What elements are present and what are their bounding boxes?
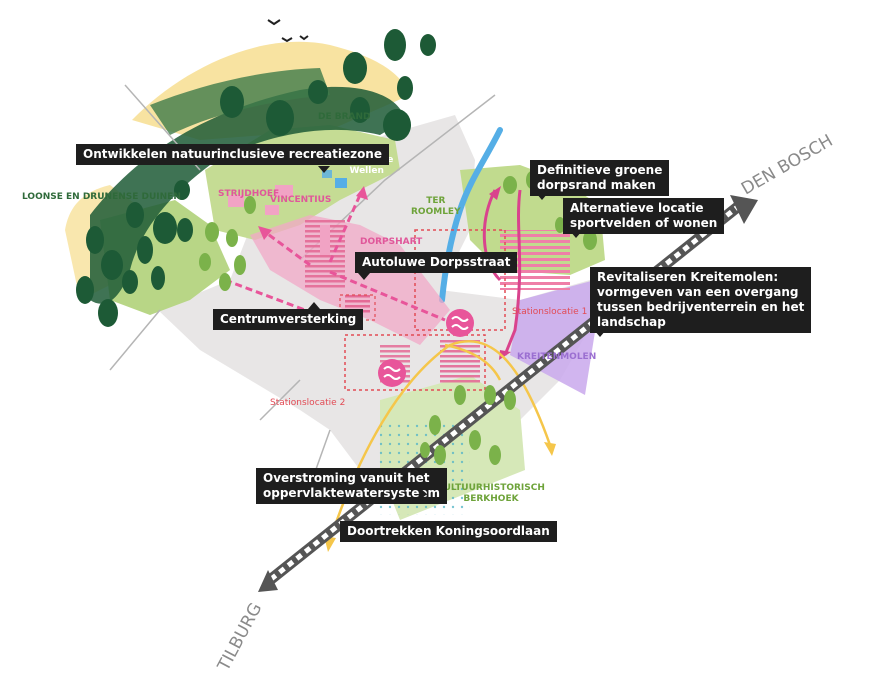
direction-arrow-icon: [730, 195, 758, 224]
callout-natuurinclusieve-recreatiezone: Ontwikkelen natuurinclusieve recreatiezo…: [76, 144, 389, 165]
callout-pointer: [308, 302, 320, 309]
callout-pointer: [318, 166, 330, 173]
arrowhead: [544, 442, 556, 456]
arrowhead: [356, 186, 368, 200]
callout-pointer: [536, 193, 548, 200]
pond: [335, 178, 347, 188]
arrowhead: [489, 186, 501, 200]
label-stationslocatie-1: Stationslocatie 1: [512, 307, 588, 317]
label-loonse-drunense-duinen: LOONSE EN DRUNENSE DUINEN: [22, 192, 181, 202]
forest-band: [90, 86, 405, 304]
callout-overstroming: Overstroming vanuit het oppervlaktewater…: [256, 468, 447, 504]
callout-sportvelden: Alternatieve locatie sportvelden of wone…: [563, 198, 725, 234]
callout-pointer: [594, 330, 606, 337]
label-dorpshart: DORPSHART: [360, 237, 423, 247]
pond-2: [322, 170, 332, 178]
train-station-icon: [378, 359, 406, 387]
station-box-2: [344, 334, 486, 391]
koningsoordlaan-2: [444, 343, 502, 381]
label-kreitenmolen: KREITENMOLEN: [517, 352, 597, 362]
label-vincentius: VINCENTIUS: [270, 195, 332, 205]
bird-icon: [267, 19, 309, 43]
label-strijdhoef: STRIJDHOEF: [218, 189, 280, 199]
tree-icon: [199, 171, 597, 465]
label-stationslocatie-2: Stationslocatie 2: [270, 398, 346, 408]
pink-dashed-arrows: [224, 194, 446, 322]
train-station-icon: [446, 309, 474, 337]
callout-pointer: [358, 273, 370, 280]
tree-icon: [76, 29, 436, 327]
callout-centrumversterking: Centrumversterking: [213, 309, 364, 330]
label-berkhoek: CULTUURHISTORISCH BERKHOEK: [437, 483, 545, 504]
callout-pointer: [420, 488, 427, 500]
buildings: [228, 185, 330, 255]
dorpsrand-arrow-2: [503, 189, 522, 356]
dorpshart-zone: [250, 215, 450, 345]
label-ter-roomley: TER ROOMLEY: [411, 196, 461, 217]
direction-arrow-icon: [258, 570, 278, 592]
label-de-brand: DE BRAND: [318, 112, 371, 122]
callout-groene-dorpsrand: Definitieve groene dorpsrand maken: [530, 160, 670, 196]
arrowhead: [258, 226, 272, 240]
callout-kreitemolen: Revitaliseren Kreitemolen: vormgeven van…: [590, 267, 812, 333]
callout-pointer: [570, 231, 582, 238]
callout-koningsoordlaan: Doortrekken Koningsoordlaan: [340, 521, 557, 542]
stream: [439, 127, 503, 303]
callout-autoluwe-dorpsstraat: Autoluwe Dorpsstraat: [355, 252, 518, 273]
